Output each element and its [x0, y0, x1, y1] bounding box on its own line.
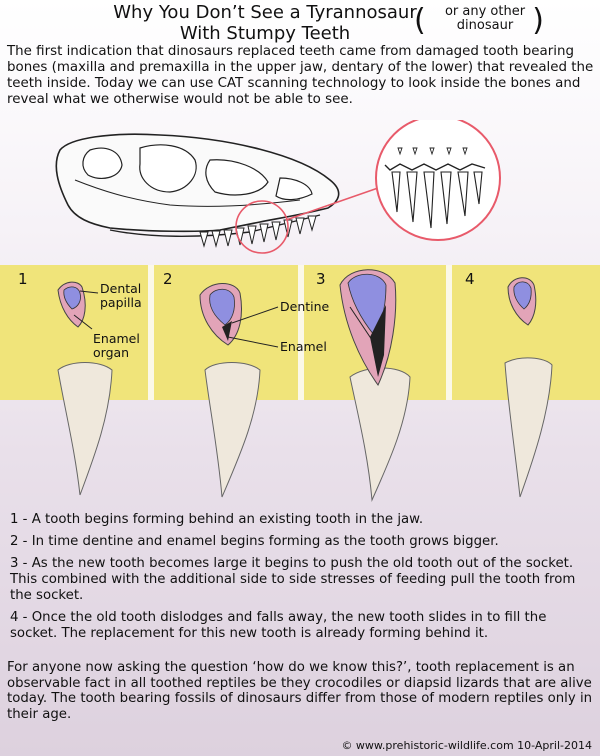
skull-fenestra-3	[275, 177, 313, 201]
panel-2	[199, 283, 279, 498]
tooth-replacement-panels	[0, 265, 600, 502]
title-aside: ( or any other dinosaur )	[414, 3, 550, 38]
label-enamel: Enamel	[280, 339, 327, 354]
old-tooth-1	[57, 362, 113, 496]
skull-orbit	[139, 144, 197, 193]
skull-fenestra-1	[82, 147, 123, 179]
step-1: 1 - A tooth begins forming behind an exi…	[10, 512, 424, 527]
title-aside-line-2: dinosaur	[456, 18, 514, 33]
skull-illustration	[55, 120, 501, 254]
label-dental-papilla-line-2: papilla	[100, 295, 142, 310]
label-enamel-organ-line-2: organ	[93, 345, 130, 360]
label-enamel-organ-line-1: Enamel	[93, 331, 140, 346]
label-enamel-organ: Enamel organ	[93, 332, 140, 360]
panel-number-2: 2	[163, 270, 173, 288]
step-3: 3 - As the new tooth becomes large it be…	[10, 556, 576, 603]
step-4: 4 - Once the old tooth dislodges and fal…	[10, 610, 547, 641]
dentine-3	[370, 305, 386, 377]
dentine-2	[222, 321, 232, 341]
dental-papilla-1	[63, 286, 81, 310]
skull-teeth	[199, 215, 317, 248]
zoom-connector-line	[285, 187, 379, 221]
panel-3	[339, 269, 411, 502]
skull-brow-line	[74, 179, 301, 207]
zoom-magnified-view	[375, 120, 501, 241]
outro-paragraph: For anyone now asking the question ‘how …	[7, 660, 593, 722]
label-dentine: Dentine	[280, 299, 330, 314]
page-title: Why You Don’t See a Tyrannosaur With Stu…	[0, 2, 600, 44]
panel-number-3: 3	[316, 270, 326, 288]
copyright-notice: © www.prehistoric-wildlife.com 10-April-…	[341, 739, 592, 752]
panel-4	[504, 277, 553, 498]
skull-fenestra-2	[205, 159, 269, 196]
title-aside-close-paren: )	[532, 3, 544, 38]
title-aside-line-1: or any other	[444, 4, 526, 19]
title-line-2: With Stumpy Teeth	[179, 23, 351, 44]
new-tooth-4	[504, 357, 553, 498]
label-dental-papilla-line-1: Dental	[100, 281, 142, 296]
title-aside-open-paren: (	[414, 3, 426, 38]
step-2: 2 - In time dentine and enamel begins fo…	[10, 534, 499, 549]
dental-papilla-2	[209, 288, 235, 326]
title-line-1: Why You Don’t See a Tyrannosaur	[113, 2, 417, 23]
steps-list: 1 - A tooth begins forming behind an exi…	[10, 512, 595, 648]
label-dental-papilla: Dental papilla	[100, 282, 142, 310]
old-tooth-3	[349, 367, 411, 502]
zoom-highlight-circle	[235, 200, 289, 254]
panel-number-1: 1	[18, 270, 28, 288]
panel-number-4: 4	[465, 270, 475, 288]
intro-paragraph: The first indication that dinosaurs repl…	[7, 44, 594, 107]
panel-1	[57, 281, 113, 496]
old-tooth-2	[204, 362, 261, 498]
dental-papilla-4	[513, 281, 532, 310]
